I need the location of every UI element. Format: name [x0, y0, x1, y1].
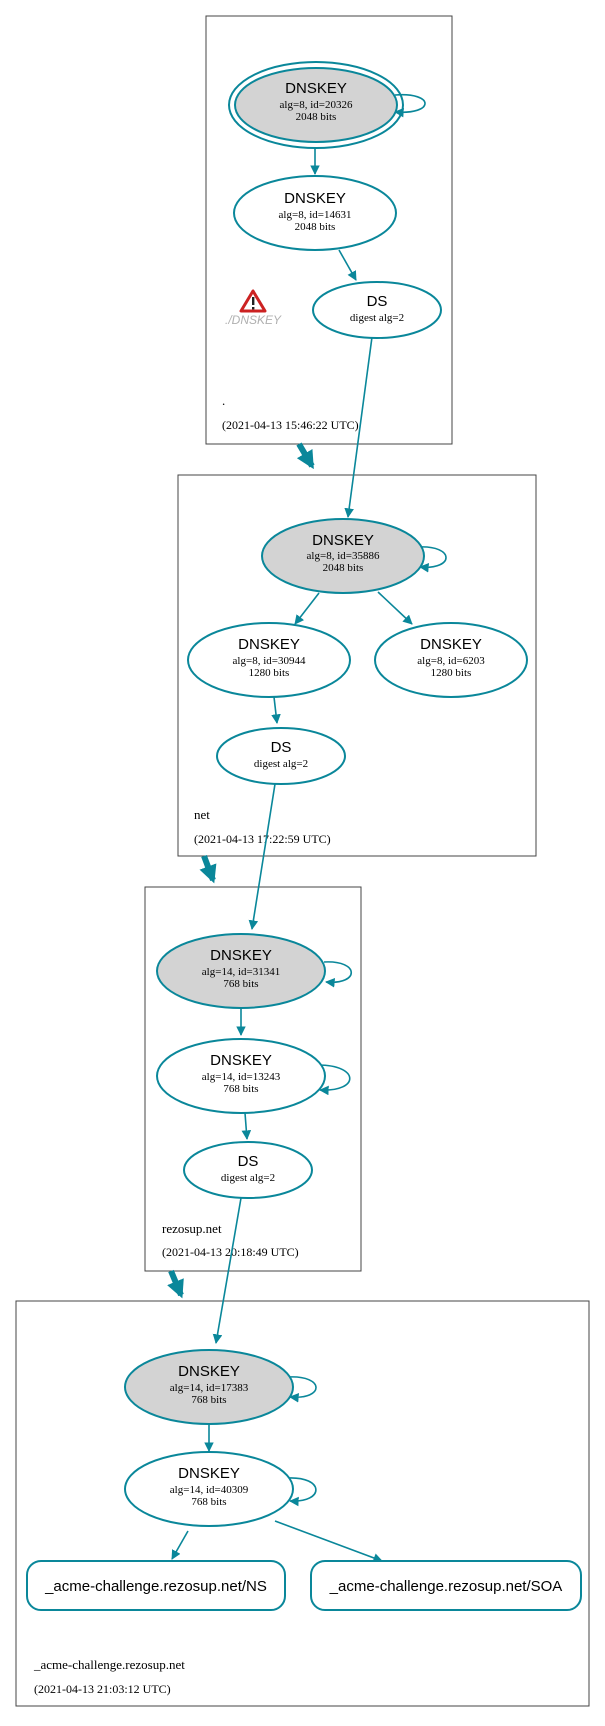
edge-root-ksk-self — [394, 93, 426, 118]
edge-acme-zsk-ns — [171, 1530, 189, 1560]
node-root-ksk-line1: alg=8, id=20326 — [280, 99, 353, 111]
node-root-ksk[interactable]: DNSKEY alg=8, id=20326 2048 bits — [228, 61, 404, 149]
node-net-zsk1-line1: alg=8, id=30944 — [233, 655, 306, 667]
zone-net-name: net — [194, 807, 210, 822]
node-net-zsk2-line1: alg=8, id=6203 — [417, 655, 485, 667]
edge-net-zsk1-ds — [271, 696, 281, 724]
node-rez-ds[interactable]: DS digest alg=2 — [183, 1141, 313, 1199]
zone-root-name: . — [222, 393, 225, 408]
edge-net-ksk-zsk2 — [377, 591, 413, 625]
node-root-ds-line1: digest alg=2 — [350, 312, 404, 324]
node-acme-ksk-line1: alg=14, id=17383 — [170, 1382, 249, 1394]
node-net-ksk-title: DNSKEY — [312, 532, 374, 549]
node-net-ds-line1: digest alg=2 — [254, 758, 308, 770]
node-acme-soa[interactable]: _acme-challenge.rezosup.net/SOA — [310, 1560, 582, 1611]
zone-root-timestamp: (2021-04-13 15:46:22 UTC) — [222, 418, 359, 432]
node-root-ds-title: DS — [367, 293, 388, 310]
edges — [171, 93, 447, 1563]
node-net-ds-title: DS — [271, 739, 292, 756]
delegation-arrows — [167, 442, 315, 1299]
node-acme-zsk-title: DNSKEY — [178, 1465, 240, 1482]
node-rez-zsk-line2: 768 bits — [223, 1083, 258, 1095]
node-root-ksk-line2: 2048 bits — [296, 111, 337, 123]
node-acme-ksk-line2: 768 bits — [191, 1394, 226, 1406]
delegation-arrow-rezosup-acme — [167, 1269, 184, 1299]
node-acme-ksk[interactable]: DNSKEY alg=14, id=17383 768 bits — [124, 1349, 294, 1425]
zone-rezosup-timestamp: (2021-04-13 20:18:49 UTC) — [162, 1245, 299, 1259]
node-net-ksk-line2: 2048 bits — [323, 562, 364, 574]
zone-rezosup-name: rezosup.net — [162, 1221, 222, 1236]
edge-acme-ksk-self — [287, 1376, 317, 1403]
zone-acme-name: _acme-challenge.rezosup.net — [33, 1657, 185, 1672]
node-net-zsk2-line2: 1280 bits — [431, 667, 472, 679]
node-rez-ksk[interactable]: DNSKEY alg=14, id=31341 768 bits — [156, 933, 326, 1009]
node-root-ksk-title: DNSKEY — [285, 80, 347, 97]
zone-rezosup: rezosup.net (2021-04-13 20:18:49 UTC) — [144, 886, 362, 1272]
zone-net-timestamp: (2021-04-13 17:22:59 UTC) — [194, 832, 331, 846]
node-root-zsk-title: DNSKEY — [284, 190, 346, 207]
edge-rez-ksk-self — [323, 961, 353, 988]
edge-rez-ds-acme-ksk — [212, 1197, 242, 1344]
node-rez-ksk-line1: alg=14, id=31341 — [202, 966, 280, 978]
node-rez-zsk[interactable]: DNSKEY alg=14, id=13243 768 bits — [156, 1038, 326, 1114]
warning-icon — [239, 289, 267, 313]
node-root-zsk-line1: alg=8, id=14631 — [279, 209, 352, 221]
node-net-zsk1-title: DNSKEY — [238, 636, 300, 653]
node-net-zsk2-title: DNSKEY — [420, 636, 482, 653]
node-acme-zsk-line2: 768 bits — [191, 1496, 226, 1508]
node-net-ds[interactable]: DS digest alg=2 — [216, 727, 346, 785]
node-net-zsk1[interactable]: DNSKEY alg=8, id=30944 1280 bits — [187, 622, 351, 698]
edge-net-ksk-self — [417, 546, 447, 573]
node-acme-soa-label: _acme-challenge.rezosup.net/SOA — [329, 1578, 563, 1595]
node-rez-zsk-line1: alg=14, id=13243 — [202, 1071, 281, 1083]
node-rez-zsk-title: DNSKEY — [210, 1052, 272, 1069]
zone-net: net (2021-04-13 17:22:59 UTC) — [177, 474, 537, 857]
node-acme-zsk[interactable]: DNSKEY alg=14, id=40309 768 bits — [124, 1451, 294, 1527]
edge-acme-zsk-self — [286, 1477, 317, 1507]
root-dnskey-warning[interactable]: ./DNSKEY — [225, 289, 282, 327]
zone-root: . (2021-04-13 15:46:22 UTC) — [205, 15, 453, 445]
edge-rez-zsk-ds — [241, 1112, 252, 1140]
edge-root-ds-net-ksk — [344, 336, 373, 518]
edge-acme-zsk-soa — [274, 1520, 383, 1563]
node-acme-zsk-line1: alg=14, id=40309 — [170, 1484, 249, 1496]
node-net-zsk2[interactable]: DNSKEY alg=8, id=6203 1280 bits — [374, 622, 528, 698]
node-net-zsk1-line2: 1280 bits — [249, 667, 290, 679]
node-root-ds[interactable]: DS digest alg=2 — [312, 281, 442, 339]
node-root-zsk[interactable]: DNSKEY alg=8, id=14631 2048 bits — [233, 175, 397, 251]
edge-rez-zsk-self — [317, 1064, 351, 1096]
node-acme-ksk-title: DNSKEY — [178, 1363, 240, 1380]
zone-acme-timestamp: (2021-04-13 21:03:12 UTC) — [34, 1682, 171, 1696]
delegation-arrow-net-rezosup — [199, 854, 217, 884]
node-acme-ns[interactable]: _acme-challenge.rezosup.net/NS — [26, 1560, 286, 1611]
zone-acme: _acme-challenge.rezosup.net (2021-04-13 … — [15, 1300, 590, 1707]
node-rez-ksk-title: DNSKEY — [210, 947, 272, 964]
node-rez-ksk-line2: 768 bits — [223, 978, 258, 990]
edge-net-ksk-zsk1 — [294, 592, 320, 625]
edge-root-zsk-ds — [338, 249, 357, 281]
edge-net-ds-rez-ksk — [248, 783, 276, 930]
node-rez-ds-title: DS — [238, 1153, 259, 1170]
node-root-zsk-line2: 2048 bits — [295, 221, 336, 233]
warning-label: ./DNSKEY — [225, 313, 282, 327]
node-acme-ns-label: _acme-challenge.rezosup.net/NS — [44, 1578, 267, 1595]
node-rez-ds-line1: digest alg=2 — [221, 1172, 275, 1184]
node-net-ksk-line1: alg=8, id=35886 — [307, 550, 380, 562]
node-net-ksk[interactable]: DNSKEY alg=8, id=35886 2048 bits — [261, 518, 425, 594]
delegation-arrow-root-net — [296, 442, 315, 470]
